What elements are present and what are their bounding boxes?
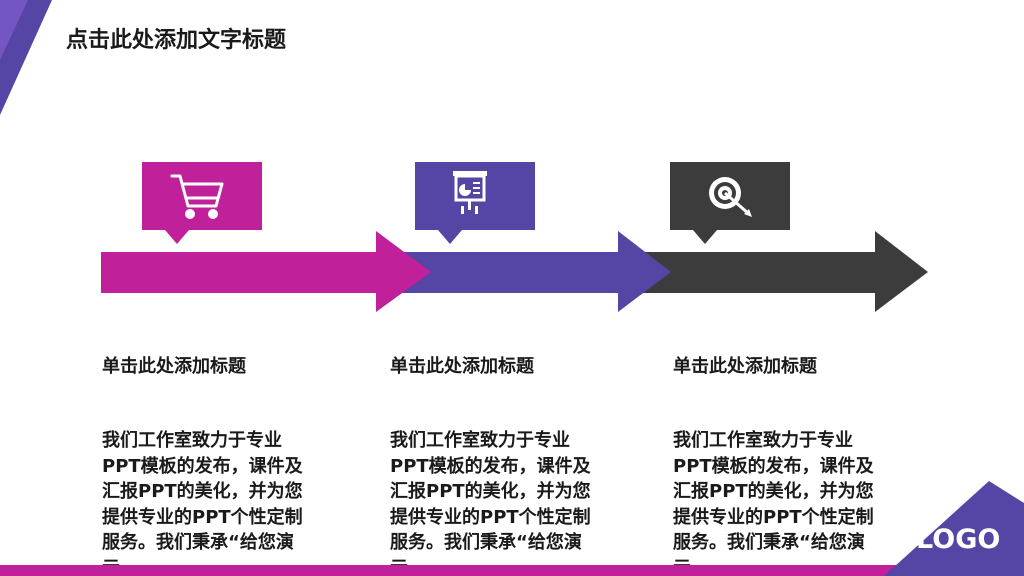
column-1-text[interactable]: 我们工作室致力于专业PPT模板的发布，课件及汇报PPT的美化，并为您提供专业的P…	[102, 430, 303, 576]
icon-box-presentation	[415, 162, 535, 244]
logo-background	[884, 481, 1024, 576]
column-2-heading[interactable]: 单击此处添加标题	[390, 356, 534, 377]
column-3-text[interactable]: 我们工作室致力于专业PPT模板的发布，课件及汇报PPT的美化，并为您提供专业的P…	[673, 430, 874, 576]
logo: LOGO	[916, 524, 1001, 555]
column-3-heading[interactable]: 单击此处添加标题	[673, 356, 817, 377]
arrow-purple	[375, 231, 671, 312]
shopping-cart-icon	[170, 174, 224, 219]
corner-decoration	[0, 0, 52, 115]
icon-box-target	[670, 162, 790, 244]
column-2-text[interactable]: 我们工作室致力于专业PPT模板的发布，课件及汇报PPT的美化，并为您提供专业的P…	[390, 430, 591, 576]
arrow-dark	[625, 231, 928, 312]
column-1-heading[interactable]: 单击此处添加标题	[102, 356, 246, 377]
timeline-arrows	[101, 231, 928, 312]
slide-title[interactable]: 点击此处添加文字标题	[66, 28, 287, 53]
presentation-board-icon	[453, 171, 487, 214]
arrow-magenta	[101, 231, 431, 312]
target-icon	[709, 177, 752, 217]
icon-box-cart	[142, 162, 262, 244]
bottom-bar	[0, 565, 1024, 576]
